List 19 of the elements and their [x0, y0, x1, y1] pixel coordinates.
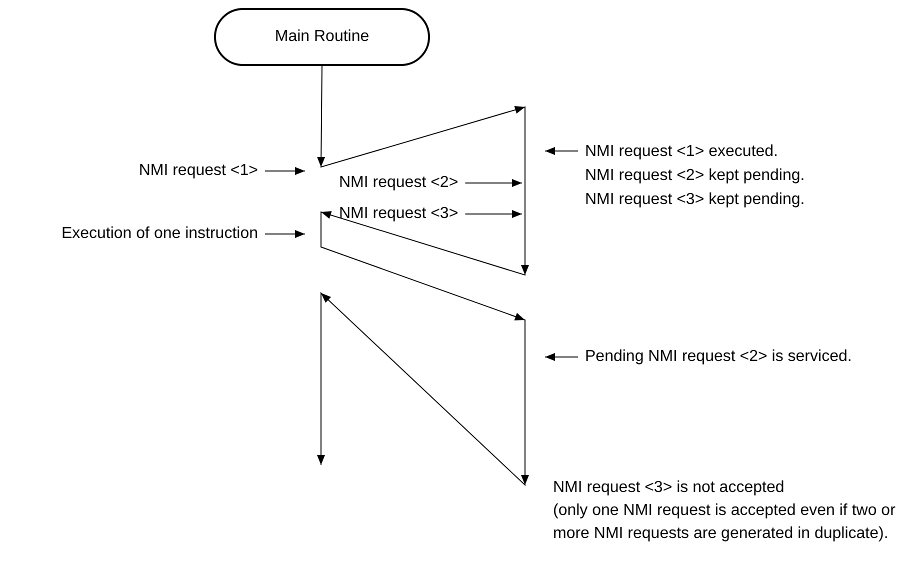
leader-arrow	[264, 230, 306, 238]
leader-arrow	[464, 179, 522, 187]
annotation-text: NMI request <2> kept pending.	[585, 166, 805, 186]
annotation-text: Main Routine	[274, 27, 370, 47]
annotation-text: Execution of one instruction	[61, 224, 258, 244]
terminal-box	[214, 8, 430, 66]
note-text: (only one NMI request is accepted even if two or more NMI requests are generated in duplicate).	[553, 501, 896, 544]
annotation-text: NMI request <1>	[138, 161, 258, 181]
annotation-text: NMI request <1> executed.	[585, 142, 779, 162]
annotation-text: NMI request <3> kept pending.	[585, 190, 805, 210]
annotation-text: NMI request <3>	[339, 204, 458, 224]
annotation-text: NMI request <2>	[339, 173, 458, 193]
leader-arrow	[544, 147, 578, 155]
leader-arrow	[264, 167, 306, 175]
execution-flow-arrow	[317, 66, 529, 486]
annotation-text: Pending NMI request <2> is serviced.	[585, 347, 852, 367]
note-text: NMI request <3> is not accepted	[553, 478, 786, 498]
leader-arrow	[464, 210, 522, 218]
leader-arrow	[544, 353, 578, 361]
